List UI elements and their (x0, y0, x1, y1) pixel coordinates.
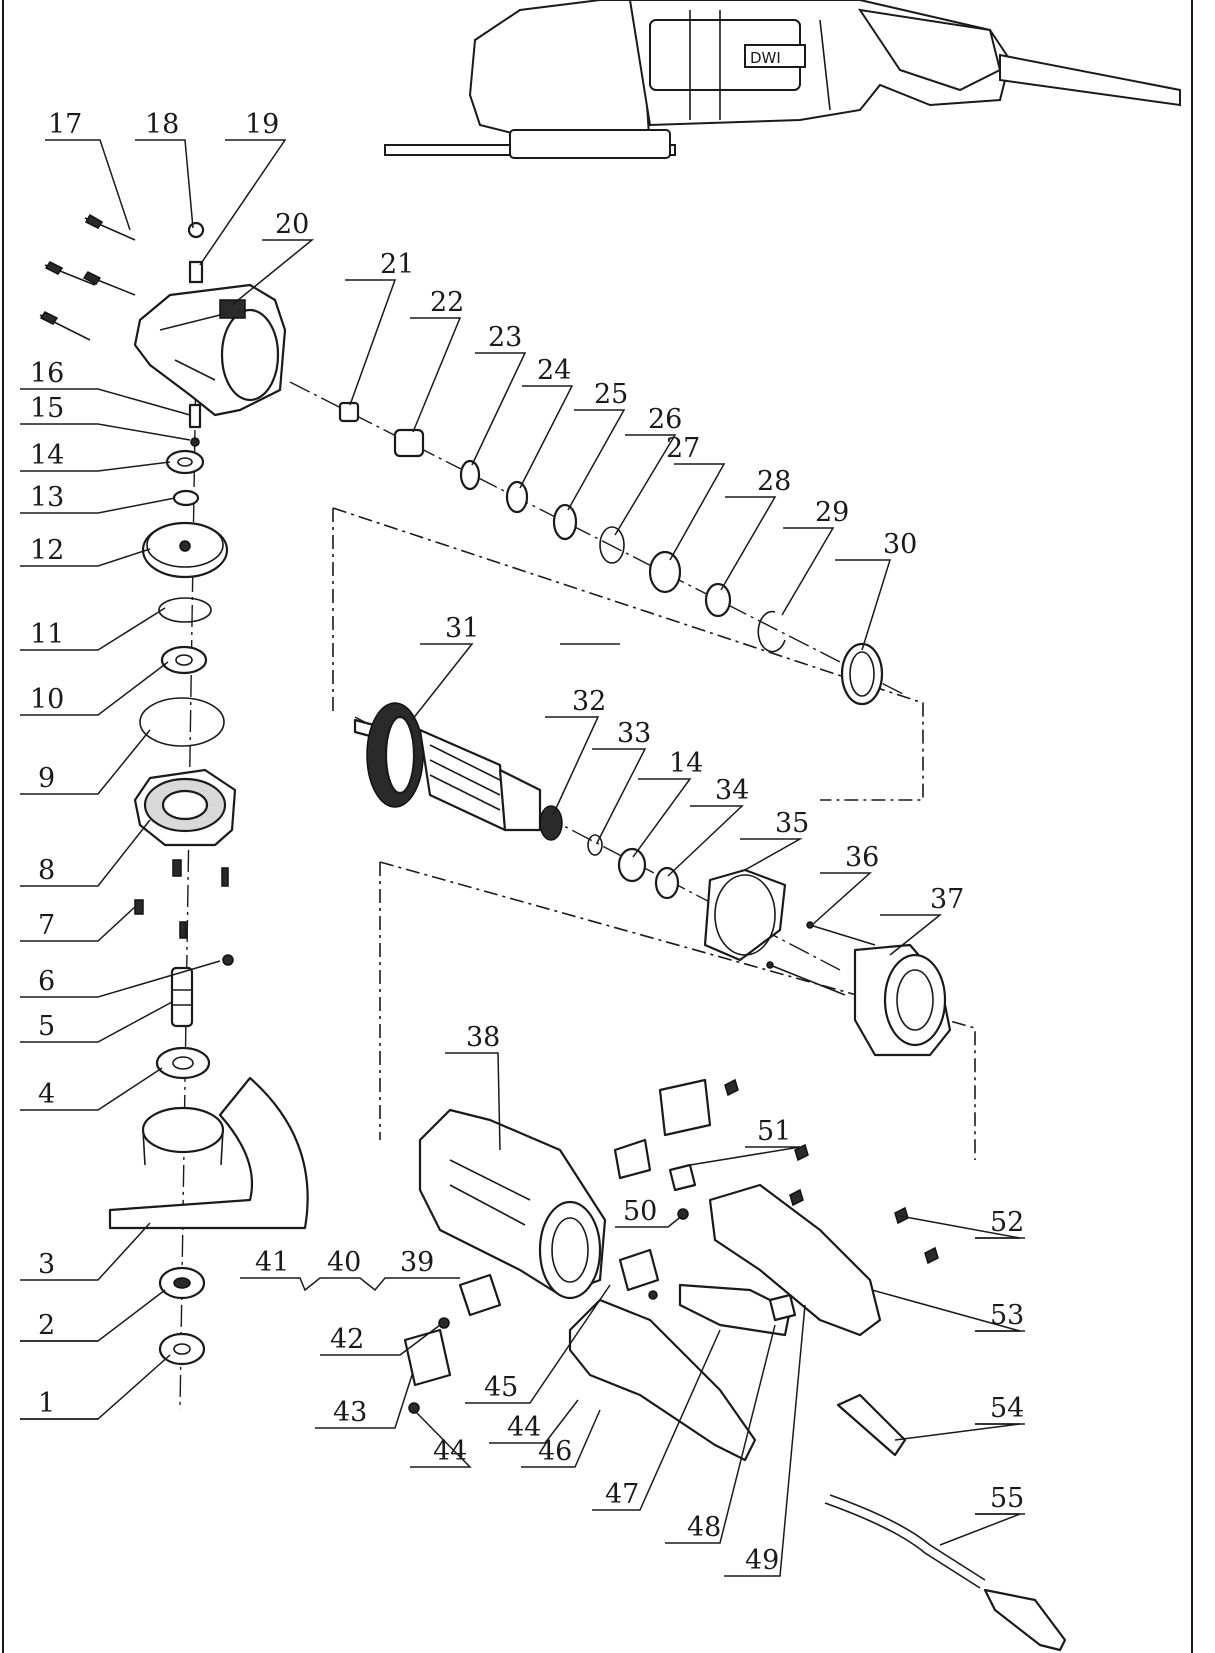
part-rear-handle-right (708, 1183, 882, 1337)
part-housing-screws (39, 213, 136, 341)
part-armature-small-parts (539, 805, 680, 900)
callout-19: 19 (245, 109, 279, 140)
callout-50: 50 (623, 1196, 657, 1227)
part-bearing-upper (165, 449, 205, 475)
callout-29: 29 (815, 497, 849, 528)
callout-25: 25 (594, 379, 628, 410)
callout-4: 4 (38, 1079, 55, 1110)
callout-11: 11 (30, 619, 64, 650)
callout-14-armature: 14 (669, 748, 703, 779)
callout-52: 52 (990, 1207, 1024, 1238)
part-switch-lever (768, 1293, 797, 1322)
spindle-axis (179, 359, 197, 1411)
callout-39: 39 (400, 1247, 434, 1278)
callout-38: 38 (466, 1022, 500, 1053)
part-switch-assembly (403, 1248, 660, 1414)
assembled-angle-grinder: DWI (384, 0, 1181, 159)
callout-47: 47 (605, 1479, 639, 1510)
callout-2: 2 (38, 1310, 55, 1341)
callout-30: 30 (883, 529, 917, 560)
part-switch-trigger (678, 1283, 792, 1337)
callout-23: 23 (488, 322, 522, 353)
part-spindle (170, 966, 194, 1028)
callout-3: 3 (38, 1249, 55, 1280)
callout-37: 37 (930, 884, 964, 915)
callout-33: 33 (617, 718, 651, 749)
callout-15: 15 (30, 393, 64, 424)
part-wheel-guard (108, 1076, 309, 1230)
callout-32: 32 (572, 686, 606, 717)
part-lock-nut (158, 1332, 206, 1366)
callout-16: 16 (30, 358, 64, 389)
callout-5: 5 (38, 1011, 55, 1042)
callout-22: 22 (430, 287, 464, 318)
housing-group-frame (379, 861, 976, 1160)
callout-35: 35 (775, 808, 809, 839)
callout-41: 41 (255, 1247, 289, 1278)
callout-28: 28 (757, 466, 791, 497)
callout-7: 7 (38, 910, 55, 941)
callout-18: 18 (145, 109, 179, 140)
callout-6: 6 (38, 966, 55, 997)
callout-21: 21 (380, 249, 414, 280)
callout-49: 49 (745, 1545, 779, 1576)
callout-8: 8 (38, 855, 55, 886)
part-power-cable (824, 1494, 1067, 1652)
callout-43: 43 (333, 1397, 367, 1428)
callout-51: 51 (757, 1116, 791, 1147)
callout-13: 13 (30, 482, 64, 513)
part-rotor-axis-components (338, 401, 884, 706)
callout-55: 55 (990, 1483, 1024, 1514)
callout-12: 12 (30, 535, 64, 566)
part-retaining-ring (158, 597, 212, 623)
part-gasket-ring (139, 697, 225, 747)
rotor-axis (289, 381, 906, 696)
callout-1: 1 (38, 1388, 55, 1419)
callout-44-mid: 44 (507, 1412, 541, 1443)
part-rear-handle-left (568, 1298, 757, 1462)
callout-labels: 1 2 3 4 5 6 7 8 9 10 11 12 13 14 15 16 1… (30, 109, 1024, 1576)
callout-46: 46 (538, 1436, 572, 1467)
callout-54: 54 (990, 1393, 1024, 1424)
part-armature (353, 702, 542, 832)
label-underlines (20, 643, 1025, 1515)
part-lock-pin (188, 403, 202, 447)
callout-48: 48 (687, 1512, 721, 1543)
part-handle-screws (724, 1078, 939, 1265)
callout-36: 36 (845, 842, 879, 873)
armature-group-frame (332, 507, 924, 801)
brand-logo: DWI (750, 49, 781, 67)
part-circlip-small (172, 489, 200, 507)
part-motor-housing (418, 1108, 607, 1300)
callout-45: 45 (484, 1372, 518, 1403)
callout-31: 31 (445, 613, 479, 644)
callout-10: 10 (30, 684, 64, 715)
part-bearing-lower (160, 645, 208, 675)
part-gear-housing (133, 283, 287, 417)
callout-27: 27 (666, 433, 700, 464)
part-bearing-cover-plate (141, 521, 229, 579)
callout-20: 20 (275, 209, 309, 240)
part-inner-flange (155, 1046, 211, 1080)
part-stator (853, 943, 952, 1057)
part-handle-switch-cover (613, 1078, 712, 1192)
callout-26: 26 (648, 404, 682, 435)
callout-42: 42 (330, 1324, 364, 1355)
callout-9: 9 (38, 763, 55, 794)
callout-40: 40 (327, 1247, 361, 1278)
part-outer-flange (158, 1266, 206, 1300)
callout-24: 24 (537, 355, 571, 386)
callout-53: 53 (990, 1300, 1024, 1331)
part-spindle-lock (187, 221, 205, 284)
callout-14: 14 (30, 440, 64, 471)
part-cover-screws (134, 859, 234, 966)
callout-17: 17 (48, 109, 82, 140)
part-baffle (703, 868, 787, 962)
part-gear-cover (133, 768, 237, 847)
callout-34: 34 (715, 775, 749, 806)
callout-44-lower: 44 (433, 1436, 467, 1467)
part-cable-sleeve (836, 1393, 907, 1457)
